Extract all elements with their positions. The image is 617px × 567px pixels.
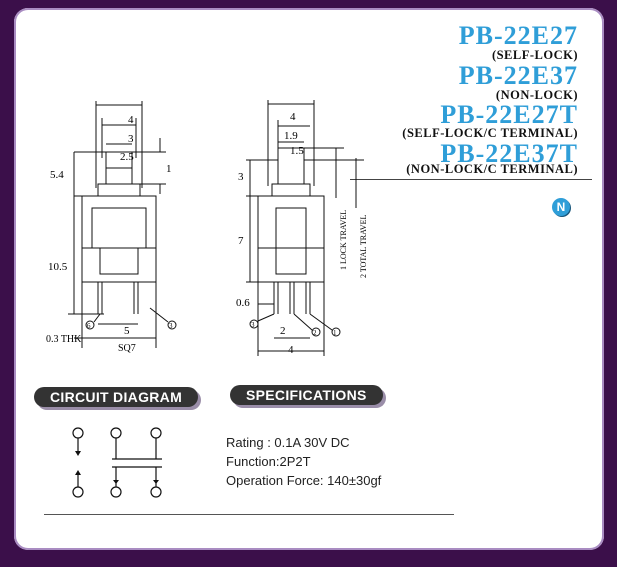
sv-pin-2: 2 <box>313 329 317 337</box>
sv-dim-h7: 7 <box>238 235 244 247</box>
fv-dim-thk: 0.3 THK <box>46 334 82 345</box>
model-4-part: PB-22E37T <box>440 139 578 168</box>
specifications-heading: SPECIFICATIONS <box>230 385 383 405</box>
fv-dim-w3: 3 <box>128 133 134 145</box>
model-2-desc: (NON-LOCK) <box>495 88 578 102</box>
fv-dim-sq: SQ7 <box>118 343 136 354</box>
footer-divider <box>44 514 454 515</box>
sv-dim-pitch2: 2 <box>280 325 286 337</box>
title-divider <box>350 179 592 180</box>
fv-pin-3: 3 <box>169 322 173 330</box>
n-badge-icon: N <box>552 198 570 216</box>
fv-dim-h105: 10.5 <box>48 261 68 273</box>
circuit-diagram <box>72 427 162 498</box>
spec-operation-force: Operation Force: 140±30gf <box>226 473 382 488</box>
fv-dim-w25: 2.5 <box>120 151 134 163</box>
circuit-diagram-heading: CIRCUIT DIAGRAM <box>34 387 199 407</box>
sv-pin-3: 3 <box>251 321 255 329</box>
spec-rating: Rating : 0.1A 30V DC <box>226 435 350 450</box>
badge-label: N <box>556 200 566 214</box>
sv-lock-travel: 1 LOCK TRAVEL <box>339 210 348 270</box>
model-4-desc: (NON-LOCK/C TERMINAL) <box>406 162 578 176</box>
sv-dim-w15: 1.5 <box>290 145 304 157</box>
fv-dim-h1: 1 <box>166 163 172 175</box>
fv-dim-pitch: 5 <box>124 325 130 337</box>
fv-pin-6: 6 <box>87 322 91 330</box>
fv-dim-h54: 5.4 <box>50 169 64 181</box>
sv-dim-h3: 3 <box>238 171 244 183</box>
model-1-part: PB-22E27 <box>458 21 578 50</box>
front-view-drawing: 4 3 2.5 1 5.4 10.5 5 0.3 THK SQ7 6 3 <box>46 101 177 354</box>
model-1-desc: (SELF-LOCK) <box>491 48 578 62</box>
fv-dim-w4: 4 <box>128 114 134 126</box>
model-2-part: PB-22E37 <box>458 61 578 90</box>
datasheet-panel: PB-22E27 (SELF-LOCK) PB-22E37 (NON-LOCK)… <box>14 8 604 550</box>
sv-dim-pin06: 0.6 <box>236 297 250 309</box>
sv-pin-1: 1 <box>333 329 337 337</box>
sv-dim-w4b: 4 <box>288 344 294 356</box>
side-view-drawing: 4 1.9 1.5 3 7 0.6 2 4 3 2 1 1 LOCK TRAVE… <box>236 100 368 356</box>
model-3-desc: (SELF-LOCK/C TERMINAL) <box>402 126 578 140</box>
sv-dim-w19: 1.9 <box>284 130 298 142</box>
sv-total-travel: 2 TOTAL TRAVEL <box>359 215 368 278</box>
spec-list: Rating : 0.1A 30V DC Function:2P2T Opera… <box>226 433 381 490</box>
model-3-part: PB-22E27T <box>440 100 578 129</box>
sv-dim-w4: 4 <box>290 111 296 123</box>
spec-function: Function:2P2T <box>226 454 311 469</box>
